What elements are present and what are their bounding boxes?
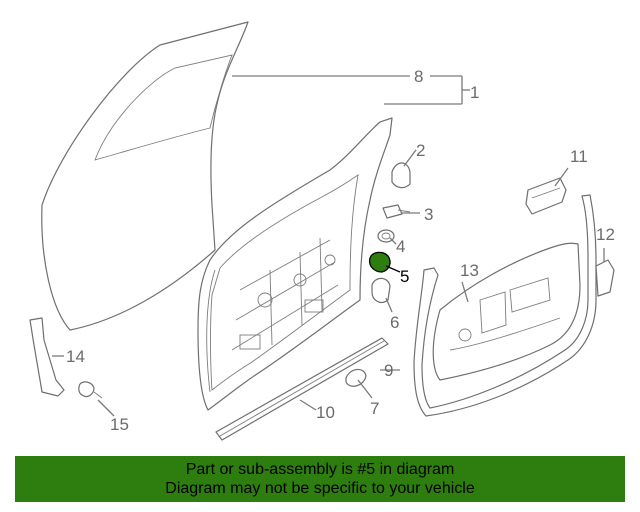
callout-4: 4 bbox=[396, 237, 405, 256]
clip-part-2 bbox=[391, 162, 411, 189]
callout-6: 6 bbox=[390, 313, 399, 332]
callout-3: 3 bbox=[424, 205, 433, 224]
leader-lines bbox=[52, 75, 605, 417]
door-shell-part-1 bbox=[197, 117, 393, 411]
cap-part-7 bbox=[345, 368, 367, 387]
callout-13: 13 bbox=[460, 261, 479, 280]
screw-part-15 bbox=[78, 381, 103, 399]
grommet-part-4 bbox=[377, 229, 395, 243]
sill-molding-part-10 bbox=[215, 337, 389, 441]
highlighted-part-5 bbox=[368, 251, 391, 273]
callout-8: 8 bbox=[414, 67, 423, 86]
handle-bracket-part-11 bbox=[525, 177, 567, 215]
callout-11: 11 bbox=[570, 147, 588, 166]
trim-part-14 bbox=[29, 317, 65, 397]
callout-10: 10 bbox=[316, 403, 335, 422]
callout-1: 1 bbox=[470, 83, 479, 102]
trim-panel-part-13 bbox=[432, 242, 581, 381]
bolt-part-3 bbox=[382, 204, 411, 219]
weatherstrip-part-9 bbox=[413, 194, 597, 417]
window-glass-part-8 bbox=[41, 21, 249, 331]
callout-12: 12 bbox=[596, 225, 615, 244]
plug-part-6 bbox=[371, 277, 391, 304]
callout-labels: 1 2 3 4 5 6 7 8 9 10 11 12 13 14 15 bbox=[66, 67, 615, 434]
callout-2: 2 bbox=[416, 141, 425, 160]
callout-14: 14 bbox=[66, 347, 85, 366]
callout-7: 7 bbox=[370, 399, 379, 418]
banner-line-part-number: Part or sub-assembly is #5 in diagram bbox=[185, 461, 455, 478]
callout-15: 15 bbox=[110, 415, 129, 434]
banner-line-disclaimer: Diagram may not be specific to your vehi… bbox=[165, 480, 475, 497]
cover-part-12 bbox=[595, 259, 615, 297]
part-info-banner: Part or sub-assembly is #5 in diagram Di… bbox=[15, 456, 625, 502]
callout-5: 5 bbox=[400, 267, 409, 286]
callout-9: 9 bbox=[384, 361, 393, 380]
